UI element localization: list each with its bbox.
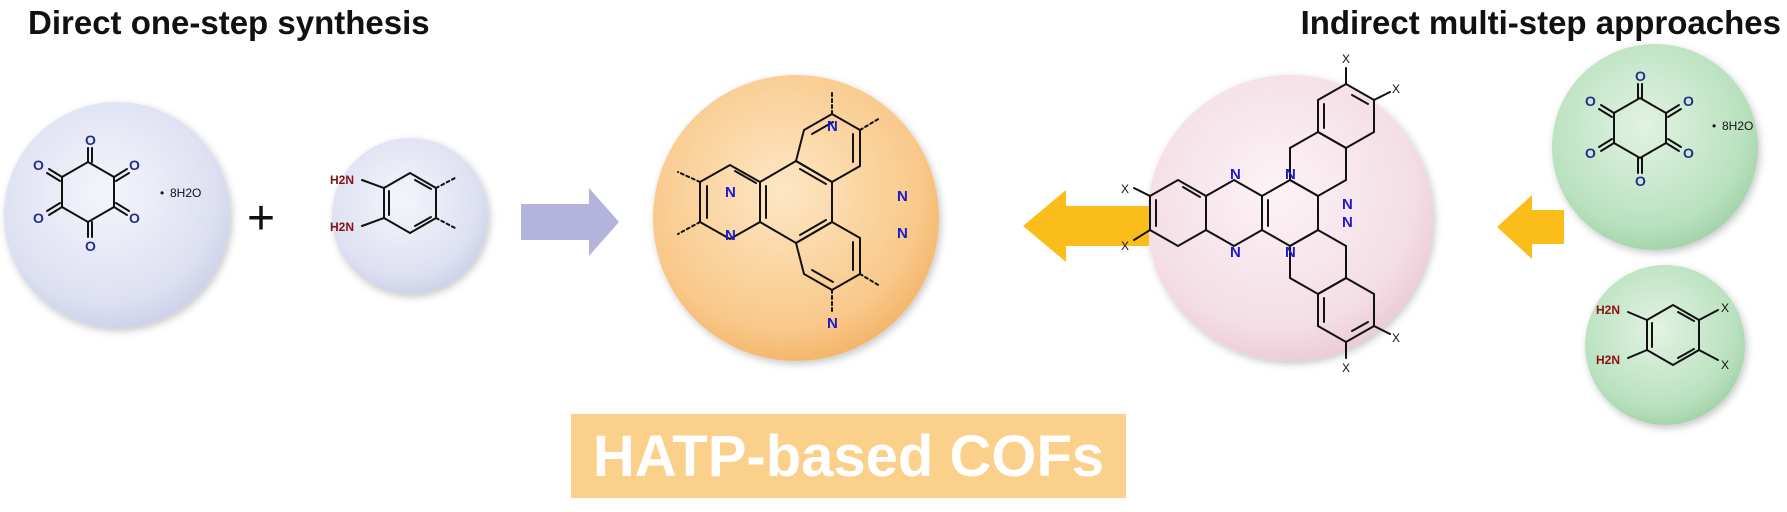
oxygen-label: O — [1585, 145, 1596, 161]
oxygen-label: O — [33, 210, 44, 226]
oxygen-label: O — [85, 238, 96, 254]
nitrogen-label: N — [725, 227, 736, 244]
hydrate-circle — [4, 102, 230, 328]
orange-arrow-right — [1497, 195, 1564, 259]
diamine-circle — [332, 138, 488, 294]
nitrogen-labels-core: N N N N N N — [725, 118, 908, 332]
hydrate-label-right: 8H2O — [1722, 119, 1753, 133]
nitrogen-labels-trimer: N N N N N N — [1230, 166, 1353, 261]
hatp-trimer-structure — [1133, 67, 1391, 359]
oxygen-label: O — [1635, 68, 1646, 84]
purple-arrow — [521, 188, 619, 256]
orange-arrow-main — [1023, 190, 1149, 262]
substituent-label: X — [1721, 301, 1729, 315]
hatp-core-circle — [653, 75, 939, 361]
oxygen-label: O — [85, 132, 96, 148]
oxygen-label: O — [33, 157, 44, 173]
substituent-label: X — [1342, 361, 1350, 375]
amine-label: H2N — [330, 173, 354, 187]
amine-label: H2N — [1596, 303, 1620, 317]
diamine-left — [361, 171, 456, 235]
hexaketone-circle — [1552, 44, 1758, 250]
nitrogen-label: N — [897, 225, 908, 242]
nitrogen-label: N — [827, 118, 838, 135]
nitrogen-label: N — [1285, 166, 1296, 183]
amine-label: H2N — [330, 220, 354, 234]
substituent-label: X — [1392, 331, 1400, 345]
substituent-labels-trimer: X X X X X X — [1121, 52, 1400, 375]
hydrate-bullet-left: • — [160, 186, 164, 200]
oxygen-label: O — [1585, 93, 1596, 109]
amine-label: H2N — [1596, 353, 1620, 367]
hydrate-bullet-right: • — [1712, 119, 1716, 133]
oxygen-label: O — [129, 210, 140, 226]
indirect-approaches-heading: Indirect multi-step approaches — [1300, 4, 1781, 41]
substituent-label: X — [1342, 52, 1350, 66]
substituent-label: X — [1721, 358, 1729, 372]
hatp-core-structure — [677, 91, 881, 313]
oxygen-labels-left: O O O O O O — [33, 132, 140, 254]
oxygen-label: O — [129, 157, 140, 173]
nitrogen-label: N — [1230, 166, 1241, 183]
nitrogen-label: N — [1342, 214, 1353, 231]
nitrogen-label: N — [827, 315, 838, 332]
direct-synthesis-heading: Direct one-step synthesis — [28, 4, 430, 41]
plus-sign: + — [247, 192, 275, 245]
nitrogen-label: N — [725, 184, 736, 201]
cyclohexanehexone-left — [46, 147, 130, 238]
hydrate-label-left: 8H2O — [170, 186, 201, 200]
diamine-x-right — [1627, 303, 1719, 367]
oxygen-label: O — [1683, 145, 1694, 161]
oxygen-label: O — [1635, 173, 1646, 189]
diamine-x-circle — [1585, 265, 1745, 425]
cyclohexanehexone-right — [1598, 83, 1682, 174]
hatp-cofs-banner: HATP-based COFs — [571, 414, 1126, 498]
oxygen-label: O — [1683, 93, 1694, 109]
substituent-label: X — [1121, 239, 1129, 253]
oxygen-labels-right: O O O O O O — [1585, 68, 1694, 189]
nitrogen-label: N — [1230, 244, 1241, 261]
hatp-trimer-circle — [1147, 75, 1433, 361]
substituent-label: X — [1392, 82, 1400, 96]
nitrogen-label: N — [1342, 196, 1353, 213]
nitrogen-label: N — [1285, 244, 1296, 261]
substituent-label: X — [1121, 182, 1129, 196]
nitrogen-label: N — [897, 188, 908, 205]
